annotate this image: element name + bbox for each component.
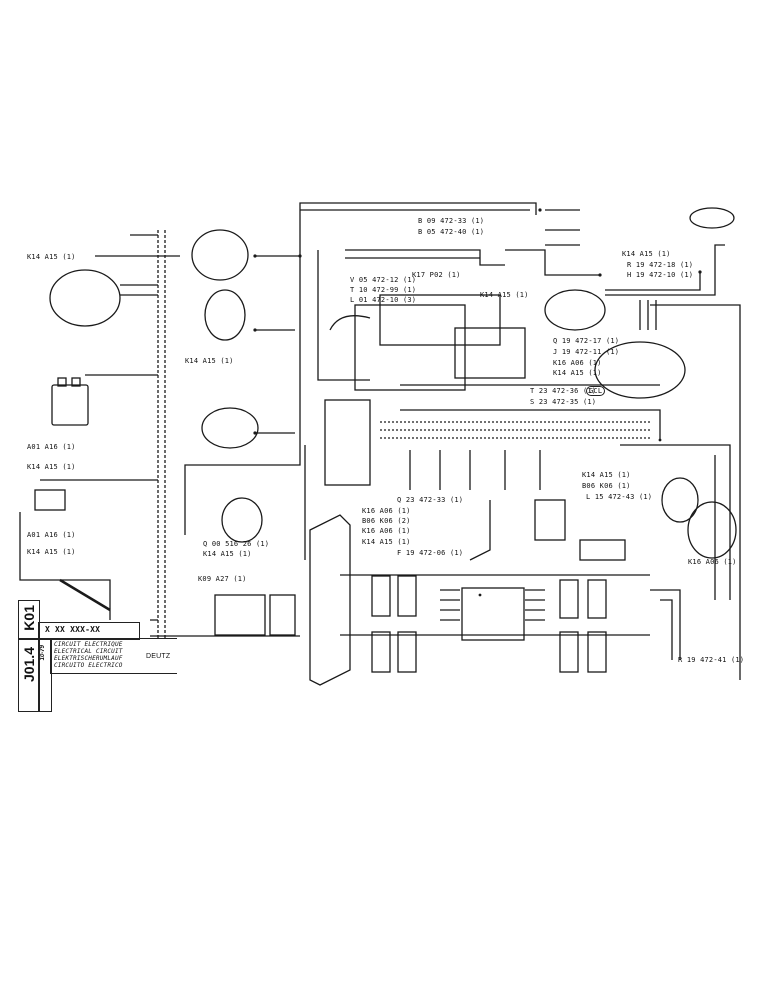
label-b09: B 09 472-33 (1) (418, 217, 485, 225)
label-q19: Q 19 472-17 (1) (553, 337, 620, 345)
label-k14-a15-c: K14 A15 (1) (362, 538, 411, 546)
title-fr: CIRCUIT ELECTRIQUE (54, 641, 123, 648)
label-s23: S 23 472-35 (1) (530, 398, 597, 406)
label-k16-a06-r1: K16 A06 (1) (553, 359, 602, 367)
engine-name: DEUTZ (146, 653, 171, 660)
label-k14-a15-q: K14 A15 (1) (203, 550, 252, 558)
label-k14-a15-lower-left: K14 A15 (1) (27, 548, 76, 556)
title-block: K01 J01.4 X XX XXX-XX 10-79 CIRCUIT ELEC… (18, 600, 177, 712)
sheet-number: J01.4 (21, 647, 37, 683)
label-l01: L 01 472-10 (3) (350, 296, 417, 304)
label-k16-a06-right: K16 A06 (1) (688, 558, 737, 566)
label-q23: Q 23 472-33 (1) (397, 496, 464, 504)
label-a01-a16-left: A01 A16 (1) (27, 443, 76, 451)
label-v05: V 05 472-12 (1) (350, 276, 417, 284)
label-k14-a15-top-left: K14 A15 (1) (27, 253, 76, 261)
label-k14-a15-r2: K14 A15 (1) (553, 369, 602, 377)
label-l15: L 15 472-43 (1) (586, 493, 653, 501)
label-k16-a06-c1: K16 A06 (1) (362, 507, 411, 515)
label-a01-a16-lower: A01 A16 (1) (27, 531, 76, 539)
label-b06-k06-c: B06 K06 (2) (362, 517, 411, 525)
label-k17: K17 P02 (1) (412, 271, 461, 279)
label-q00: Q 00 516 26 (1) (203, 540, 270, 548)
title-en: ELECTRICAL CIRCUIT (54, 648, 123, 655)
label-h19: H 19 472-10 (1) (627, 271, 694, 279)
title-de: ELEKTRISCHERUMLAUF (54, 655, 123, 662)
titles-cell: CIRCUIT ELECTRIQUE ELECTRICAL CIRCUIT EL… (50, 638, 177, 674)
part-mask: X XX XXX-XX (45, 625, 101, 634)
label-b05: B 05 472-40 (1) (418, 228, 485, 236)
label-k14-a15-mid: K14 A15 (1) (480, 291, 529, 299)
label-r19-18: R 19 472-18 (1) (627, 261, 694, 269)
sheet-code: K01 (21, 605, 37, 631)
label-b06-k06-r: B06 K06 (1) (582, 482, 631, 490)
label-gcl: GCL (586, 386, 606, 396)
part-mask-cell: X XX XXX-XX (38, 622, 140, 640)
label-r19-41: R 19 472-41 (1) (678, 656, 745, 664)
label-t10: T 10 472-99 (1) (350, 286, 417, 294)
label-f19: F 19 472-06 (1) (397, 549, 464, 557)
title-es: CIRCUITO ELECTRICO (54, 662, 123, 669)
date: 10-79 (40, 645, 46, 661)
label-k14-a15-r3: K14 A15 (1) (582, 471, 631, 479)
label-k16-a06-c2: K16 A06 (1) (362, 527, 411, 535)
label-j19: J 19 472-11 (1) (553, 348, 620, 356)
sheet-code-cell: K01 (18, 600, 40, 640)
label-k14-a15-top-right: K14 A15 (1) (622, 250, 671, 258)
date-cell: 10-79 (38, 638, 52, 712)
sheet-number-cell: J01.4 (18, 638, 40, 712)
label-k14-a15-center: K14 A15 (1) (185, 357, 234, 365)
label-k14-a15-left: K14 A15 (1) (27, 463, 76, 471)
label-k09: K09 A27 (1) (198, 575, 247, 583)
label-t23: T 23 472-36 (1) (530, 387, 597, 395)
